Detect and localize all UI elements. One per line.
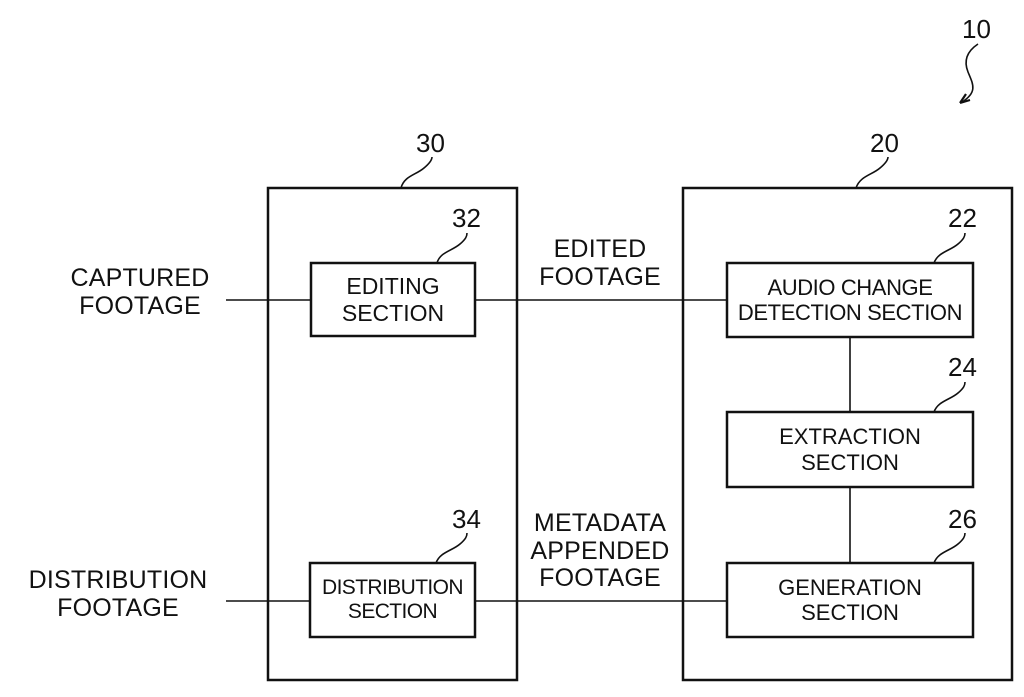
leader-26 xyxy=(933,532,966,564)
leader-34 xyxy=(435,532,468,564)
edited-line2: FOOTAGE xyxy=(539,262,661,291)
distribution-line1: DISTRIBUTION xyxy=(28,566,208,594)
metadata-line1: METADATA xyxy=(533,509,667,537)
distribution-line2: FOOTAGE xyxy=(57,593,179,622)
audio-change-detection-section: AUDIO CHANGE DETECTION SECTION xyxy=(727,263,973,337)
extraction-line1: EXTRACTION xyxy=(779,424,921,450)
distribution-footage-label: DISTRIBUTION FOOTAGE xyxy=(4,566,232,622)
captured-line1: CAPTURED xyxy=(70,264,210,292)
ref-audio: 22 xyxy=(948,203,977,233)
ref-generation: 26 xyxy=(948,504,977,534)
arrowhead-icon xyxy=(959,93,971,105)
editing-line1: EDITING xyxy=(346,273,440,300)
leader-24 xyxy=(933,381,966,413)
audio-change-detection-box xyxy=(725,261,975,339)
leader-30 xyxy=(400,156,433,189)
unit-30-box xyxy=(266,186,519,682)
audio-line2: DETECTION SECTION xyxy=(737,300,963,325)
ref-extraction: 24 xyxy=(948,352,977,382)
ref-system: 10 xyxy=(962,14,991,44)
generation-section-box xyxy=(725,561,975,639)
metadata-line3: FOOTAGE xyxy=(539,564,661,592)
metadata-appended-footage-label: METADATA APPENDED FOOTAGE xyxy=(515,509,685,593)
distribution-section: DISTRIBUTION SECTION xyxy=(310,563,475,637)
edited-line1: EDITED xyxy=(553,235,647,263)
leader-20 xyxy=(855,156,889,189)
extraction-section: EXTRACTION SECTION xyxy=(727,412,973,487)
ref-editing: 32 xyxy=(452,203,481,233)
distribution-section-box xyxy=(308,561,477,639)
extraction-section-box xyxy=(725,410,975,489)
audio-line1: AUDIO CHANGE xyxy=(767,274,933,300)
editing-line2: SECTION xyxy=(341,299,445,326)
system-arrow xyxy=(961,43,979,103)
editing-section: EDITING SECTION xyxy=(311,263,475,336)
distribution-sec-line2: SECTION xyxy=(347,600,438,623)
ref-unit-30: 30 xyxy=(416,128,445,158)
captured-footage-label: CAPTURED FOOTAGE xyxy=(40,264,240,320)
generation-line1: GENERATION xyxy=(778,574,922,600)
generation-section: GENERATION SECTION xyxy=(727,563,973,637)
extraction-line2: SECTION xyxy=(801,449,899,475)
leader-32 xyxy=(436,232,468,264)
distribution-sec-line1: DISTRIBUTION xyxy=(322,575,464,599)
editing-section-box xyxy=(309,261,477,338)
generation-line2: SECTION xyxy=(801,600,899,625)
ref-unit-20: 20 xyxy=(870,128,899,158)
unit-20-box xyxy=(681,186,1014,682)
edited-footage-label: EDITED FOOTAGE xyxy=(520,235,680,291)
ref-distribution: 34 xyxy=(452,504,481,534)
captured-line2: FOOTAGE xyxy=(79,291,201,320)
metadata-line2: APPENDED xyxy=(530,536,670,565)
leader-22 xyxy=(933,232,966,264)
